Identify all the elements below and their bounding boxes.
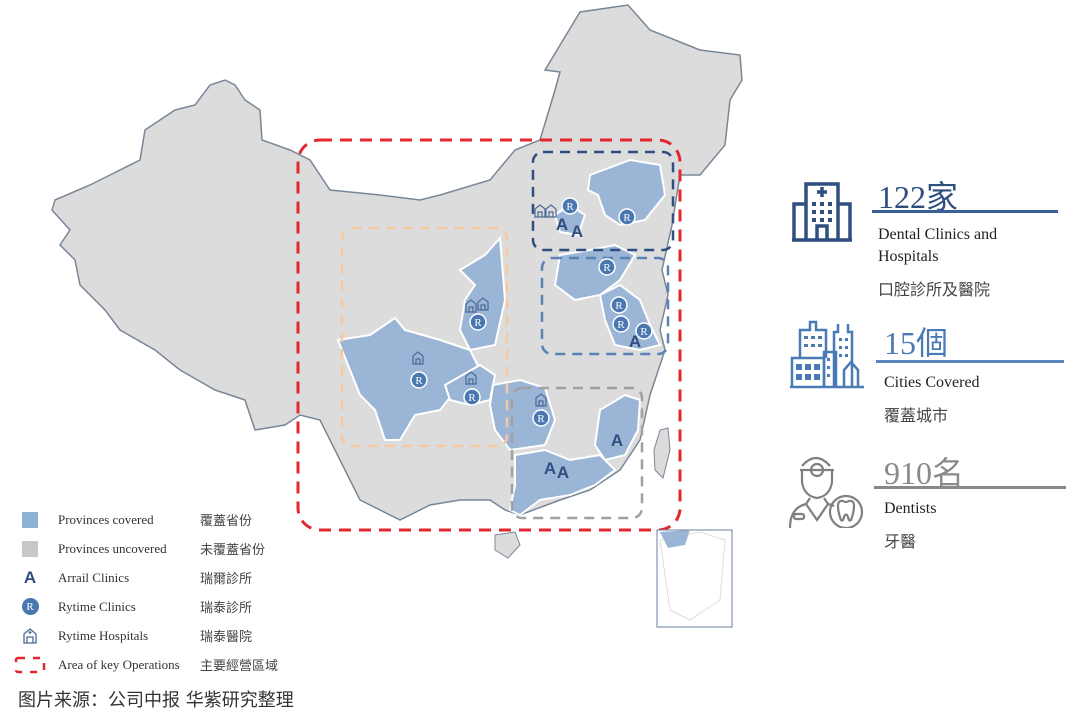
a-marker: A xyxy=(571,222,583,241)
svg-text:R: R xyxy=(468,392,476,404)
hospital-marker xyxy=(465,371,477,385)
legend-item-rytime-clinics: R Rytime Clinics 瑞泰診所 xyxy=(14,592,314,621)
map-uncovered-region xyxy=(51,4,743,521)
inset-coastline xyxy=(659,531,726,621)
hainan xyxy=(494,531,521,559)
cities-divider xyxy=(876,360,1064,363)
taiwan xyxy=(653,427,671,479)
west-region-box xyxy=(340,226,509,448)
cities-count: 15個 xyxy=(884,325,949,361)
dashed-box-icon xyxy=(14,656,46,673)
clinics-count: 122家 xyxy=(878,179,959,215)
svg-text:R: R xyxy=(617,319,625,331)
a-marker: A xyxy=(611,431,623,450)
svg-text:R: R xyxy=(415,375,423,387)
arrail-a-icon: A xyxy=(23,567,37,587)
svg-text:R: R xyxy=(640,326,648,338)
r-marker: R xyxy=(612,315,630,333)
legend-item-arrail: A Arrail Clinics 瑞爾診所 xyxy=(23,567,253,588)
a-marker: A xyxy=(556,215,568,234)
clinics-divider xyxy=(872,210,1058,213)
a-marker: A xyxy=(557,463,569,482)
china-map: R R R R R R R R R R A A A A A A xyxy=(51,4,743,628)
r-marker: R xyxy=(469,313,487,331)
dentists-divider xyxy=(874,486,1066,489)
city-buildings-icon xyxy=(790,320,864,389)
hospital-marker xyxy=(477,297,489,311)
covered-province-hunan xyxy=(488,378,557,452)
key-operations-area xyxy=(296,138,682,532)
north-region-box xyxy=(531,150,675,252)
hospital-marker xyxy=(412,351,424,365)
covered-swatch-icon xyxy=(22,511,38,528)
svg-text:R: R xyxy=(623,212,631,224)
a-marker: A xyxy=(544,459,556,478)
svg-text:R: R xyxy=(537,413,545,425)
svg-text:R: R xyxy=(566,201,574,213)
dentists-label-zh: 牙醫 xyxy=(884,532,917,551)
south-region-box xyxy=(510,386,644,520)
rytime-clinic-markers: R R R R R R R R R R xyxy=(410,197,653,427)
r-marker: R xyxy=(463,388,481,406)
svg-text:R: R xyxy=(603,262,611,274)
clinics-label-zh: 口腔診所及醫院 xyxy=(878,280,991,299)
r-marker: R xyxy=(532,409,550,427)
inset-covered-fragment xyxy=(660,530,690,548)
uncovered-swatch-icon xyxy=(22,540,38,557)
legend-item-rytime-hospitals: Rytime Hospitals 瑞泰醫院 xyxy=(14,621,314,650)
hospital-icon xyxy=(23,627,37,644)
dentists-label-en: Dentists xyxy=(884,500,937,517)
covered-province-fujian xyxy=(593,393,642,462)
a-marker: A xyxy=(629,332,641,351)
hospital-building-icon xyxy=(792,182,852,242)
svg-text:R: R xyxy=(615,300,623,312)
east-region-box xyxy=(540,256,670,356)
r-marker: R xyxy=(618,208,636,226)
cities-label-en: Cities Covered xyxy=(884,374,980,391)
hospital-marker xyxy=(535,393,547,407)
r-marker: R xyxy=(610,296,628,314)
hospital-marker xyxy=(465,299,477,313)
r-marker: R xyxy=(635,322,653,340)
legend-item-covered: Provinces covered 覆蓋省份 xyxy=(14,505,314,534)
arrail-clinic-markers: A A A A A A xyxy=(544,215,641,482)
dentist-icon xyxy=(788,456,864,528)
r-marker: R xyxy=(561,197,579,215)
covered-province-guangdong xyxy=(508,448,617,517)
legend-item-key-ops: Area of key Operations 主要經營區域 xyxy=(14,650,314,679)
legend-item-uncovered: Provinces uncovered 未覆蓋省份 xyxy=(14,534,314,563)
cities-label-zh: 覆蓋城市 xyxy=(884,406,949,425)
dentists-count: 910名 xyxy=(884,455,965,491)
rytime-r-icon: R xyxy=(21,598,39,615)
map-legend: Provinces covered 覆蓋省份 Provinces uncover… xyxy=(14,505,314,679)
source-caption: 图片来源：公司中报 华紫研究整理 xyxy=(18,690,294,711)
rytime-hospital-markers xyxy=(412,204,557,407)
svg-text:R: R xyxy=(474,317,482,329)
hospital-marker xyxy=(545,204,557,218)
hospital-marker xyxy=(534,204,546,218)
r-marker: R xyxy=(410,371,428,389)
r-marker: R xyxy=(598,258,616,276)
